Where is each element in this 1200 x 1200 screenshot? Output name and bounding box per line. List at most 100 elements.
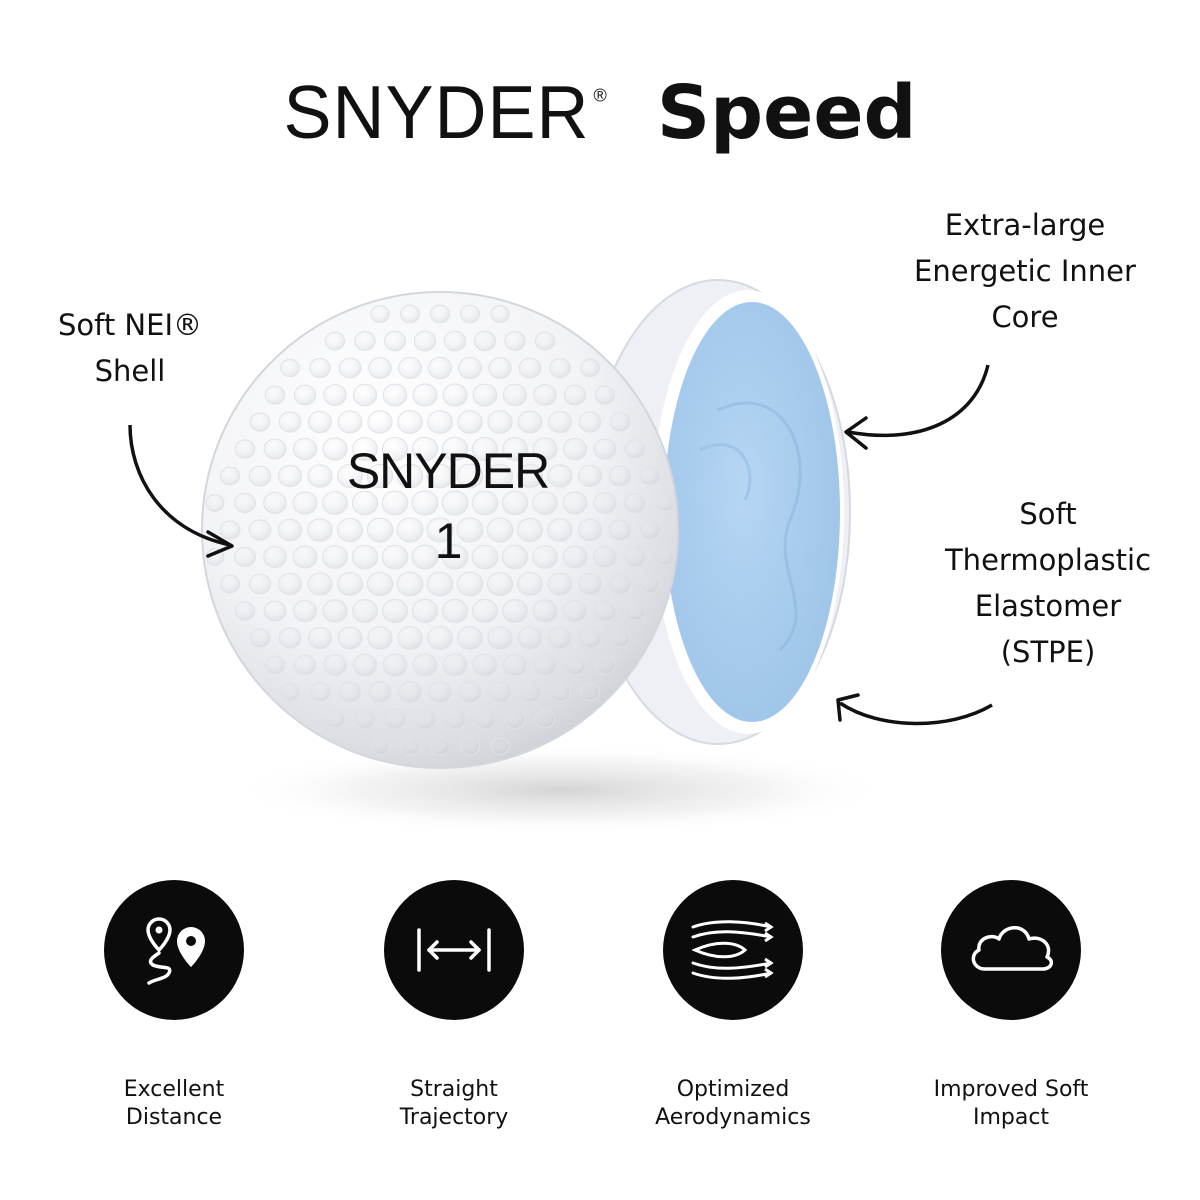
- dimple: [593, 546, 617, 568]
- dimple: [532, 491, 558, 515]
- dimple: [580, 682, 600, 702]
- dimple: [532, 599, 558, 623]
- dimple: [278, 572, 302, 596]
- dimple: [580, 358, 600, 378]
- dimple: [426, 517, 454, 543]
- dimple: [472, 383, 498, 407]
- dimple: [322, 437, 348, 461]
- dimple: [412, 653, 438, 677]
- dimple: [486, 571, 514, 597]
- dimple: [352, 383, 378, 407]
- ball-brand-print: SNYDER: [346, 443, 550, 499]
- dimple: [352, 599, 378, 623]
- callout-line: Core: [991, 300, 1059, 334]
- dimple: [396, 517, 424, 543]
- dimple: [504, 331, 526, 351]
- dimple: [624, 601, 646, 621]
- dimple: [263, 600, 287, 622]
- callout-stpe: Soft Thermoplastic Elastomer (STPE): [920, 491, 1176, 675]
- dimple: [472, 653, 498, 677]
- dimple: [370, 737, 390, 755]
- dimple: [426, 571, 454, 597]
- dimple: [501, 490, 529, 516]
- dimple: [205, 494, 225, 512]
- dimple: [234, 439, 256, 459]
- dimple: [608, 465, 632, 487]
- dimple: [248, 465, 272, 487]
- dimple: [292, 437, 318, 461]
- dimple: [593, 492, 617, 514]
- dimple: [426, 463, 454, 489]
- dimple: [322, 599, 348, 623]
- dimple: [278, 411, 302, 433]
- dimple: [337, 410, 363, 434]
- dimple: [337, 572, 363, 596]
- dimple: [549, 358, 571, 378]
- dimple: [471, 490, 499, 516]
- dimple: [594, 385, 616, 405]
- dimple: [490, 737, 510, 755]
- dimple: [381, 544, 409, 570]
- golf-ball-illustration: [128, 279, 993, 835]
- callout-line: Shell: [94, 354, 166, 388]
- dimple: [400, 304, 420, 324]
- dimple: [488, 681, 512, 703]
- dimple: [563, 384, 587, 406]
- dimple: [516, 517, 544, 543]
- dimple: [624, 492, 646, 514]
- dimple: [397, 410, 423, 434]
- dimple: [368, 357, 392, 379]
- feature-label-line: Excellent: [123, 1077, 225, 1102]
- dimple: [518, 681, 542, 703]
- dimple: [504, 709, 526, 729]
- dimple: [366, 571, 394, 597]
- dimple: [366, 463, 394, 489]
- dimple: [397, 626, 423, 650]
- inner-core: [664, 302, 840, 722]
- dimple: [458, 681, 482, 703]
- dimple: [337, 626, 363, 650]
- dimple: [336, 517, 364, 543]
- dimple: [324, 331, 346, 351]
- dimple: [442, 383, 468, 407]
- dimple: [396, 463, 424, 489]
- dimple: [578, 411, 602, 433]
- page-header: SNYDER® Speed: [0, 70, 1200, 180]
- dimple: [263, 438, 287, 460]
- dimple: [624, 546, 646, 568]
- dimple: [593, 438, 617, 460]
- dimple: [609, 628, 631, 648]
- stpe-arrow: [839, 701, 993, 726]
- dimple: [593, 600, 617, 622]
- dimple: [338, 357, 362, 379]
- dimple: [412, 383, 438, 407]
- dimple: [234, 601, 256, 621]
- dimple: [456, 517, 484, 543]
- dimple: [441, 598, 469, 624]
- dimple: [292, 599, 318, 623]
- whole-ball: [201, 291, 679, 769]
- airflow-icon: [663, 880, 803, 1020]
- callout-line: Elastomer: [974, 589, 1122, 623]
- feature-label-line: Improved Soft: [933, 1077, 1089, 1102]
- dimple: [533, 384, 557, 406]
- callout-line: Soft NEI®: [57, 308, 202, 342]
- dimple: [655, 548, 675, 566]
- core-arrow: [847, 364, 990, 438]
- dimple: [354, 709, 376, 729]
- dimple: [547, 572, 573, 596]
- dimple: [367, 626, 393, 650]
- dimple: [533, 654, 557, 676]
- dimple: [413, 708, 437, 730]
- dimple: [456, 463, 484, 489]
- dimple: [639, 520, 661, 540]
- dimple: [548, 410, 572, 434]
- dimple: [383, 708, 407, 730]
- dimple: [486, 517, 514, 543]
- dimple: [487, 626, 513, 650]
- dimple: [308, 626, 332, 650]
- map-route-icon: [104, 880, 244, 1020]
- callout-line: Soft: [1019, 497, 1077, 531]
- dimple: [428, 680, 452, 704]
- dimple: [518, 357, 542, 379]
